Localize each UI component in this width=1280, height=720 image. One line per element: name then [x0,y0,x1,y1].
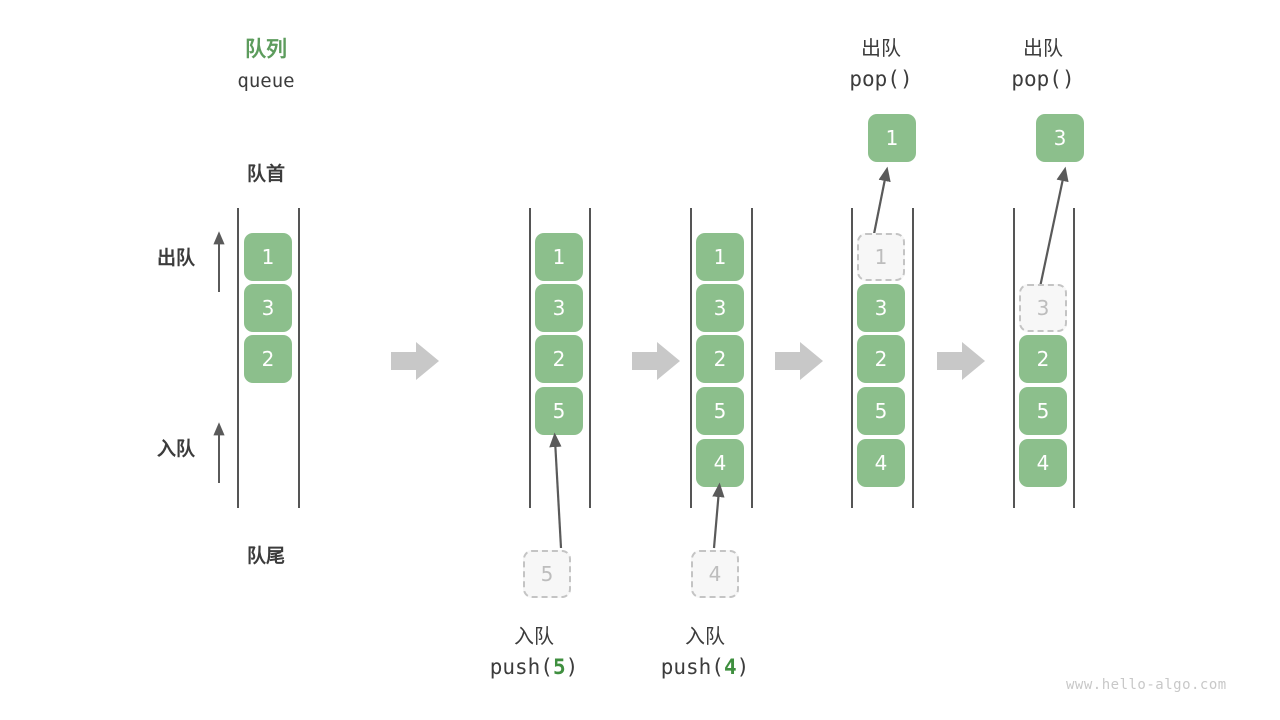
code-prefix: push( [660,655,724,679]
rear-label: 队尾 [246,545,285,567]
step-arrow-icon [775,342,823,380]
queue-cell: 5 [857,387,905,435]
step-caption-code: pop() [821,67,941,91]
queue-rail-left-3 [690,208,692,508]
queue-cell: 3 [244,284,292,332]
step-arrow-icon [391,342,439,380]
enqueue-side-label: 入队 [156,438,195,460]
step-caption-code: push(4) [645,655,765,679]
step-caption-cn: 出队 [861,36,901,60]
code-prefix: pop( [1011,67,1062,91]
queue-rail-right-3 [751,208,753,508]
queue-cell: 5 [535,387,583,435]
queue-rail-left-5 [1013,208,1015,508]
queue-cell: 4 [1019,439,1067,487]
queue-rail-right-4 [912,208,914,508]
queue-cell: 2 [1019,335,1067,383]
code-arg: 5 [552,655,566,679]
step-caption-cn: 入队 [514,624,554,648]
queue-cell-removed: 1 [857,233,905,281]
queue-title-cn: 队列 [245,37,287,61]
queue-cell: 5 [1019,387,1067,435]
queue-cell: 2 [535,335,583,383]
incoming-ghost-cell: 5 [523,550,571,598]
step-caption-cn: 出队 [1023,36,1063,60]
queue-cell: 2 [244,335,292,383]
code-suffix: ) [899,67,913,91]
queue-cell: 3 [535,284,583,332]
watermark: www.hello-algo.com [1066,677,1227,693]
queue-cell: 5 [696,387,744,435]
enqueue-motion-arrow [712,482,725,549]
queue-cell: 1 [535,233,583,281]
queue-rail-right-2 [589,208,591,508]
queue-cell: 1 [244,233,292,281]
step-caption-code: pop() [983,67,1103,91]
queue-cell: 1 [696,233,744,281]
dequeue-direction-arrow [213,231,225,292]
code-prefix: pop( [849,67,900,91]
queue-cell: 4 [857,439,905,487]
code-suffix: ) [736,655,750,679]
queue-title-en: queue [237,70,295,92]
queue-cell-removed: 3 [1019,284,1067,332]
step-caption-cn: 入队 [685,624,725,648]
step-arrow-icon [632,342,680,380]
code-arg: 4 [723,655,737,679]
queue-cell: 2 [857,335,905,383]
popped-value-cell: 1 [868,114,916,162]
code-suffix: ) [565,655,579,679]
queue-rail-left-1 [237,208,239,508]
queue-rail-left-4 [851,208,853,508]
queue-cell: 2 [696,335,744,383]
queue-cell: 4 [696,439,744,487]
dequeue-side-label: 出队 [156,247,195,269]
incoming-ghost-cell: 4 [691,550,739,598]
queue-cell: 3 [857,284,905,332]
popped-value-cell: 3 [1036,114,1084,162]
queue-rail-right-1 [298,208,300,508]
step-arrow-icon [937,342,985,380]
step-caption-code: push(5) [474,655,594,679]
queue-cell: 3 [696,284,744,332]
queue-rail-right-5 [1073,208,1075,508]
code-suffix: ) [1061,67,1075,91]
code-prefix: push( [489,655,553,679]
front-label: 队首 [246,163,285,185]
enqueue-direction-arrow [213,422,225,483]
enqueue-motion-arrow [549,432,563,549]
queue-rail-left-2 [529,208,531,508]
